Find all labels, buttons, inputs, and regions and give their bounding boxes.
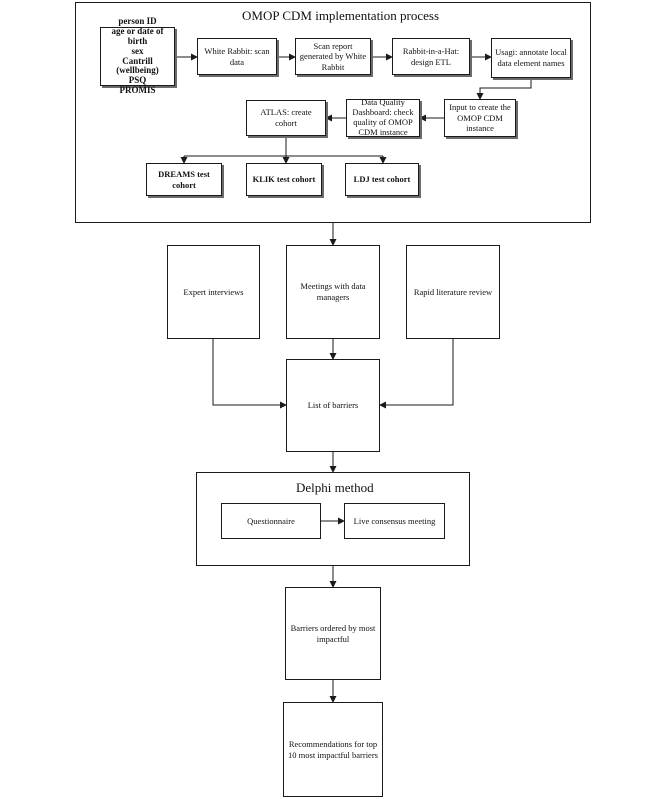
barriers-ordered-box: Barriers ordered by most impactful [285, 587, 381, 680]
delphi-title: Delphi method [296, 480, 374, 495]
omop-process-frame [75, 2, 591, 223]
usagi-box: Usagi: annotate local data element names [491, 38, 571, 78]
literature-box: Rapid literature review [406, 245, 500, 339]
omop-title: OMOP CDM implementation process [242, 8, 440, 23]
arrow-literature-to-list [379, 339, 454, 409]
live-meeting-box: Live consensus meeting [344, 503, 445, 539]
klik-cohort-box: KLIK test cohort [246, 163, 322, 196]
list-of-barriers-box: List of barriers [286, 359, 380, 452]
arrow-expert-to-list [212, 339, 287, 409]
input-cdm-box: Input to create the OMOP CDM instance [444, 99, 516, 137]
meetings-box: Meetings with data managers [286, 245, 380, 339]
rabbit-in-a-hat-box: Rabbit-in-a-Hat: design ETL [392, 38, 470, 75]
data-item: PSQ [128, 75, 147, 86]
data-items-box: person ID age or date of birth sex Cantr… [100, 16, 175, 95]
data-item: age or date of birth [111, 25, 164, 46]
dreams-cohort-box: DREAMS test cohort [146, 163, 222, 196]
recommendations-box: Recommendations for top 10 most impactfu… [283, 702, 383, 797]
data-item: Cantrill (wellbeing) [116, 55, 159, 76]
data-item: PROMIS [119, 85, 156, 96]
data-item: sex [131, 45, 144, 56]
atlas-box: ATLAS: create cohort [246, 100, 326, 136]
ldj-cohort-box: LDJ test cohort [345, 163, 419, 196]
scan-report-box: Scan report generated by White Rabbit [295, 38, 371, 75]
dq-dashboard-box: Data Quality Dashboard: check quality of… [346, 98, 420, 137]
white-rabbit-box: White Rabbit: scan data [197, 38, 277, 75]
data-item: person ID [118, 15, 157, 26]
delphi-frame [196, 472, 470, 566]
questionnaire-box: Questionnaire [221, 503, 321, 539]
expert-interviews-box: Expert interviews [167, 245, 260, 339]
